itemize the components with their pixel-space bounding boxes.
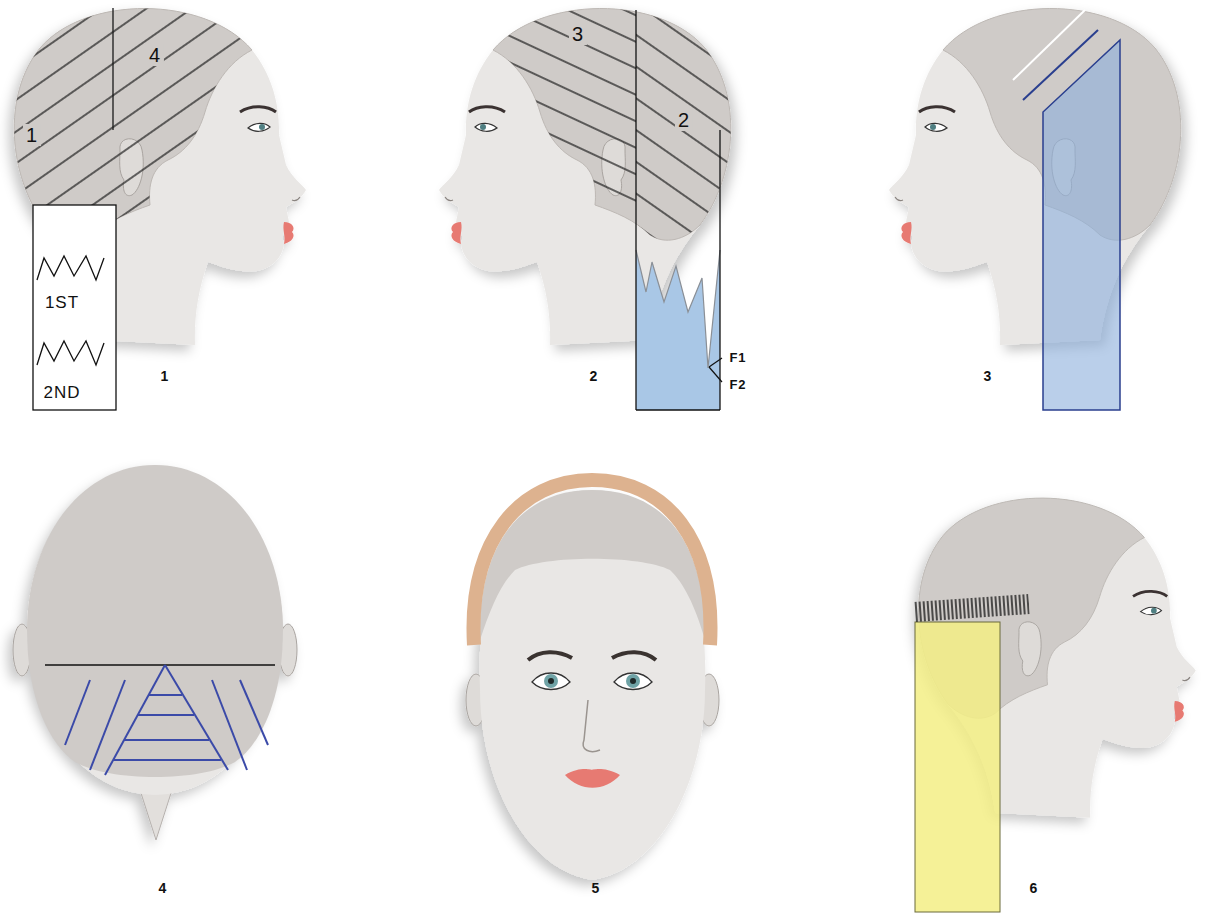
finger-label: F2 bbox=[726, 377, 749, 392]
eye bbox=[532, 673, 570, 690]
hair-section bbox=[1043, 40, 1120, 410]
panel-number: 4 bbox=[156, 880, 171, 896]
section-line bbox=[112, 8, 113, 130]
section-number: 4 bbox=[146, 44, 164, 66]
leader-line bbox=[709, 358, 722, 367]
pupil bbox=[548, 678, 554, 684]
fringe-band bbox=[474, 480, 711, 645]
panel-1 bbox=[14, 8, 306, 410]
panel-4 bbox=[13, 465, 297, 840]
guide-line bbox=[1013, 10, 1085, 80]
finger-label: F1 bbox=[726, 350, 749, 365]
head-top bbox=[27, 465, 283, 795]
nose bbox=[140, 790, 172, 840]
head-profile bbox=[889, 8, 1181, 345]
panel-6 bbox=[914, 498, 1196, 912]
head-profile bbox=[14, 8, 306, 345]
strand-outline bbox=[636, 409, 720, 410]
hatch-lines bbox=[636, 0, 765, 280]
hair-strand bbox=[636, 250, 720, 410]
iris bbox=[626, 674, 640, 688]
iris bbox=[544, 674, 558, 688]
leader-line bbox=[709, 367, 722, 382]
section-line bbox=[635, 10, 636, 410]
zigzag-cut bbox=[37, 341, 104, 365]
hair-region bbox=[27, 465, 283, 777]
panel-number: 1 bbox=[158, 368, 173, 384]
eyebrow bbox=[612, 652, 656, 660]
section-line bbox=[45, 664, 275, 665]
lips bbox=[565, 769, 620, 788]
panel-3 bbox=[889, 8, 1181, 410]
panel-number: 3 bbox=[981, 368, 996, 384]
panel-5 bbox=[466, 480, 719, 880]
eyebrow bbox=[528, 652, 572, 660]
panel-2 bbox=[416, 0, 765, 410]
pupil bbox=[630, 678, 636, 684]
guide-line bbox=[1023, 30, 1098, 100]
section-number: 2 bbox=[675, 109, 693, 131]
section-number: 3 bbox=[569, 23, 587, 45]
comb-line bbox=[914, 594, 1030, 622]
strand-label: 1ST bbox=[42, 293, 82, 312]
panel-number: 5 bbox=[589, 880, 604, 896]
blue-guides bbox=[65, 665, 268, 775]
section-number: 1 bbox=[23, 124, 41, 146]
strand-label: 2ND bbox=[40, 383, 83, 402]
hair-strand bbox=[915, 622, 1000, 912]
panel-number: 2 bbox=[587, 368, 602, 384]
panel-number: 6 bbox=[1027, 880, 1042, 896]
eye bbox=[614, 673, 652, 690]
zigzag-cut bbox=[37, 256, 104, 280]
zigzag-cut bbox=[636, 250, 720, 368]
hair-strand bbox=[33, 205, 116, 410]
face bbox=[480, 490, 706, 880]
strand-outline bbox=[719, 130, 720, 410]
hatch-lines bbox=[416, 0, 636, 280]
nose bbox=[583, 700, 600, 752]
